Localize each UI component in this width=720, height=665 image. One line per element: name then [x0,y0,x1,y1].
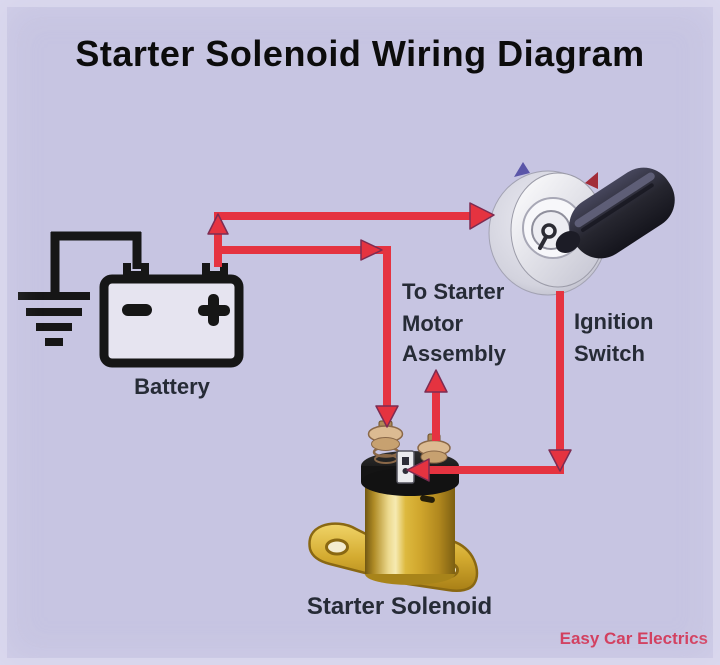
arrow-down-icon [375,405,399,428]
battery-minus-sign [122,304,152,316]
rotate-right-arrow-icon [585,172,598,189]
ignition-switch-icon [488,162,675,296]
key-groove [580,183,654,233]
key-head [569,167,675,259]
solenoid-cylinder [365,482,455,574]
starter-solenoid-label: Starter Solenoid [306,593,493,620]
to-starter-motor-label-line2: Motor [402,311,464,336]
wire-battery-to-solenoid [218,246,391,420]
arrow-right-icon [360,239,383,261]
red-arrowheads [207,202,572,482]
key-highlight [574,172,655,228]
arrow-up-icon [207,213,229,235]
keyhole-slot [538,235,548,250]
bracket-hole-left [325,538,349,556]
battery-label: Battery [134,374,210,399]
watermark-text: Easy Car Electrics [559,629,708,648]
battery-terminal-neg-post [141,263,149,275]
starter-solenoid-icon [308,420,479,592]
battery-icon [99,263,244,368]
battery-plus-sign [208,294,219,326]
rotate-left-arrow-icon [514,162,530,177]
to-starter-motor-label-line3: Assembly [402,341,506,366]
to-starter-motor-label-line1: To Starter [402,279,505,304]
ignition-key-icon [569,167,675,259]
keyhole-icon [541,223,557,239]
ignition-switch-label-line2: Switch [574,341,645,366]
battery-terminal-pos-post [202,263,210,275]
battery-terminal-pos-post [220,263,228,275]
battery-body [99,274,244,368]
solenoid-body-mark [420,495,435,503]
arrow-left-icon [406,458,430,482]
arrow-up-icon [424,369,448,393]
arrow-right-icon [469,202,495,230]
ground-icon [18,292,90,346]
ignition-switch-label-line1: Ignition [574,309,654,334]
solenoid-terminal-left-nut [371,437,400,451]
connector-tab-slot [402,457,409,465]
key-shaft [555,231,581,253]
arrow-down-icon [548,449,572,472]
diagram-title: Starter Solenoid Wiring Diagram [75,33,645,74]
ground-wire [50,231,142,295]
battery-terminal-neg-post [123,263,131,275]
